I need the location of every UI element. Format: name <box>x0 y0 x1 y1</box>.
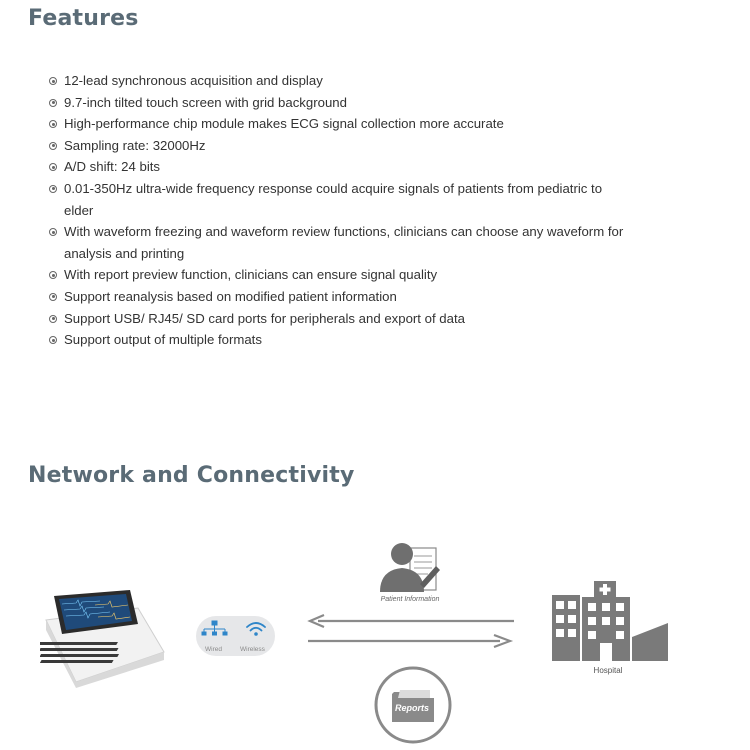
patient-info-label: Patient Information <box>380 596 440 603</box>
feature-text: With report preview function, clinicians… <box>64 267 438 283</box>
feature-item: 12-lead synchronous acquisition and disp… <box>48 70 668 92</box>
feature-text: With waveform freezing and waveform revi… <box>64 224 624 261</box>
feature-item: Support reanalysis based on modified pat… <box>48 286 668 308</box>
bullet-icon <box>49 336 57 345</box>
reports-label: Reports <box>394 703 429 713</box>
bullet-icon <box>49 184 57 193</box>
feature-text: Support output of multiple formats <box>64 332 262 348</box>
feature-item: High-performance chip module makes ECG s… <box>48 113 668 135</box>
reports-folder-icon <box>374 666 452 744</box>
features-list: 12-lead synchronous acquisition and disp… <box>48 70 668 351</box>
feature-text: A/D shift: 24 bits <box>64 159 161 175</box>
network-heading: Network and Connectivity <box>28 463 355 488</box>
feature-item: 0.01-350Hz ultra-wide frequency response… <box>48 178 624 221</box>
feature-text: Support USB/ RJ45/ SD card ports for per… <box>64 310 465 326</box>
ecg-device-image <box>40 590 165 688</box>
wired-label: Wired <box>205 646 222 653</box>
hospital-icon <box>552 581 668 661</box>
data-flow-arrows <box>307 613 514 648</box>
wired-network-icon <box>201 620 228 636</box>
feature-item: A/D shift: 24 bits <box>48 156 668 178</box>
bullet-icon <box>49 271 57 280</box>
bullet-icon <box>49 120 57 129</box>
feature-text: 0.01-350Hz ultra-wide frequency response… <box>64 180 603 218</box>
bullet-icon <box>49 98 57 107</box>
feature-item: With report preview function, clinicians… <box>48 264 668 286</box>
bullet-icon <box>49 163 57 172</box>
connection-pill <box>196 616 275 656</box>
patient-info-icon <box>380 543 440 592</box>
bullet-icon <box>49 141 57 150</box>
feature-item: Support USB/ RJ45/ SD card ports for per… <box>48 308 668 330</box>
feature-text: 12-lead synchronous acquisition and disp… <box>64 73 323 88</box>
bullet-icon <box>49 228 57 237</box>
wireless-label: Wireless <box>240 646 265 653</box>
feature-item: 9.7-inch tilted touch screen with grid b… <box>48 92 668 114</box>
feature-item: Support output of multiple formats <box>48 329 668 351</box>
wifi-icon <box>246 622 266 636</box>
bullet-icon <box>49 314 57 323</box>
features-heading: Features <box>28 6 139 31</box>
feature-item: With waveform freezing and waveform revi… <box>48 221 654 264</box>
feature-text: High-performance chip module makes ECG s… <box>64 116 504 132</box>
bullet-icon <box>49 292 57 301</box>
bullet-icon <box>49 77 57 85</box>
feature-text: Sampling rate: 32000Hz <box>64 137 206 153</box>
hospital-label: Hospital <box>593 666 623 675</box>
feature-text: 9.7-inch tilted touch screen with grid b… <box>64 94 347 110</box>
feature-text: Support reanalysis based on modified pat… <box>64 288 397 304</box>
feature-item: Sampling rate: 32000Hz <box>48 135 668 157</box>
